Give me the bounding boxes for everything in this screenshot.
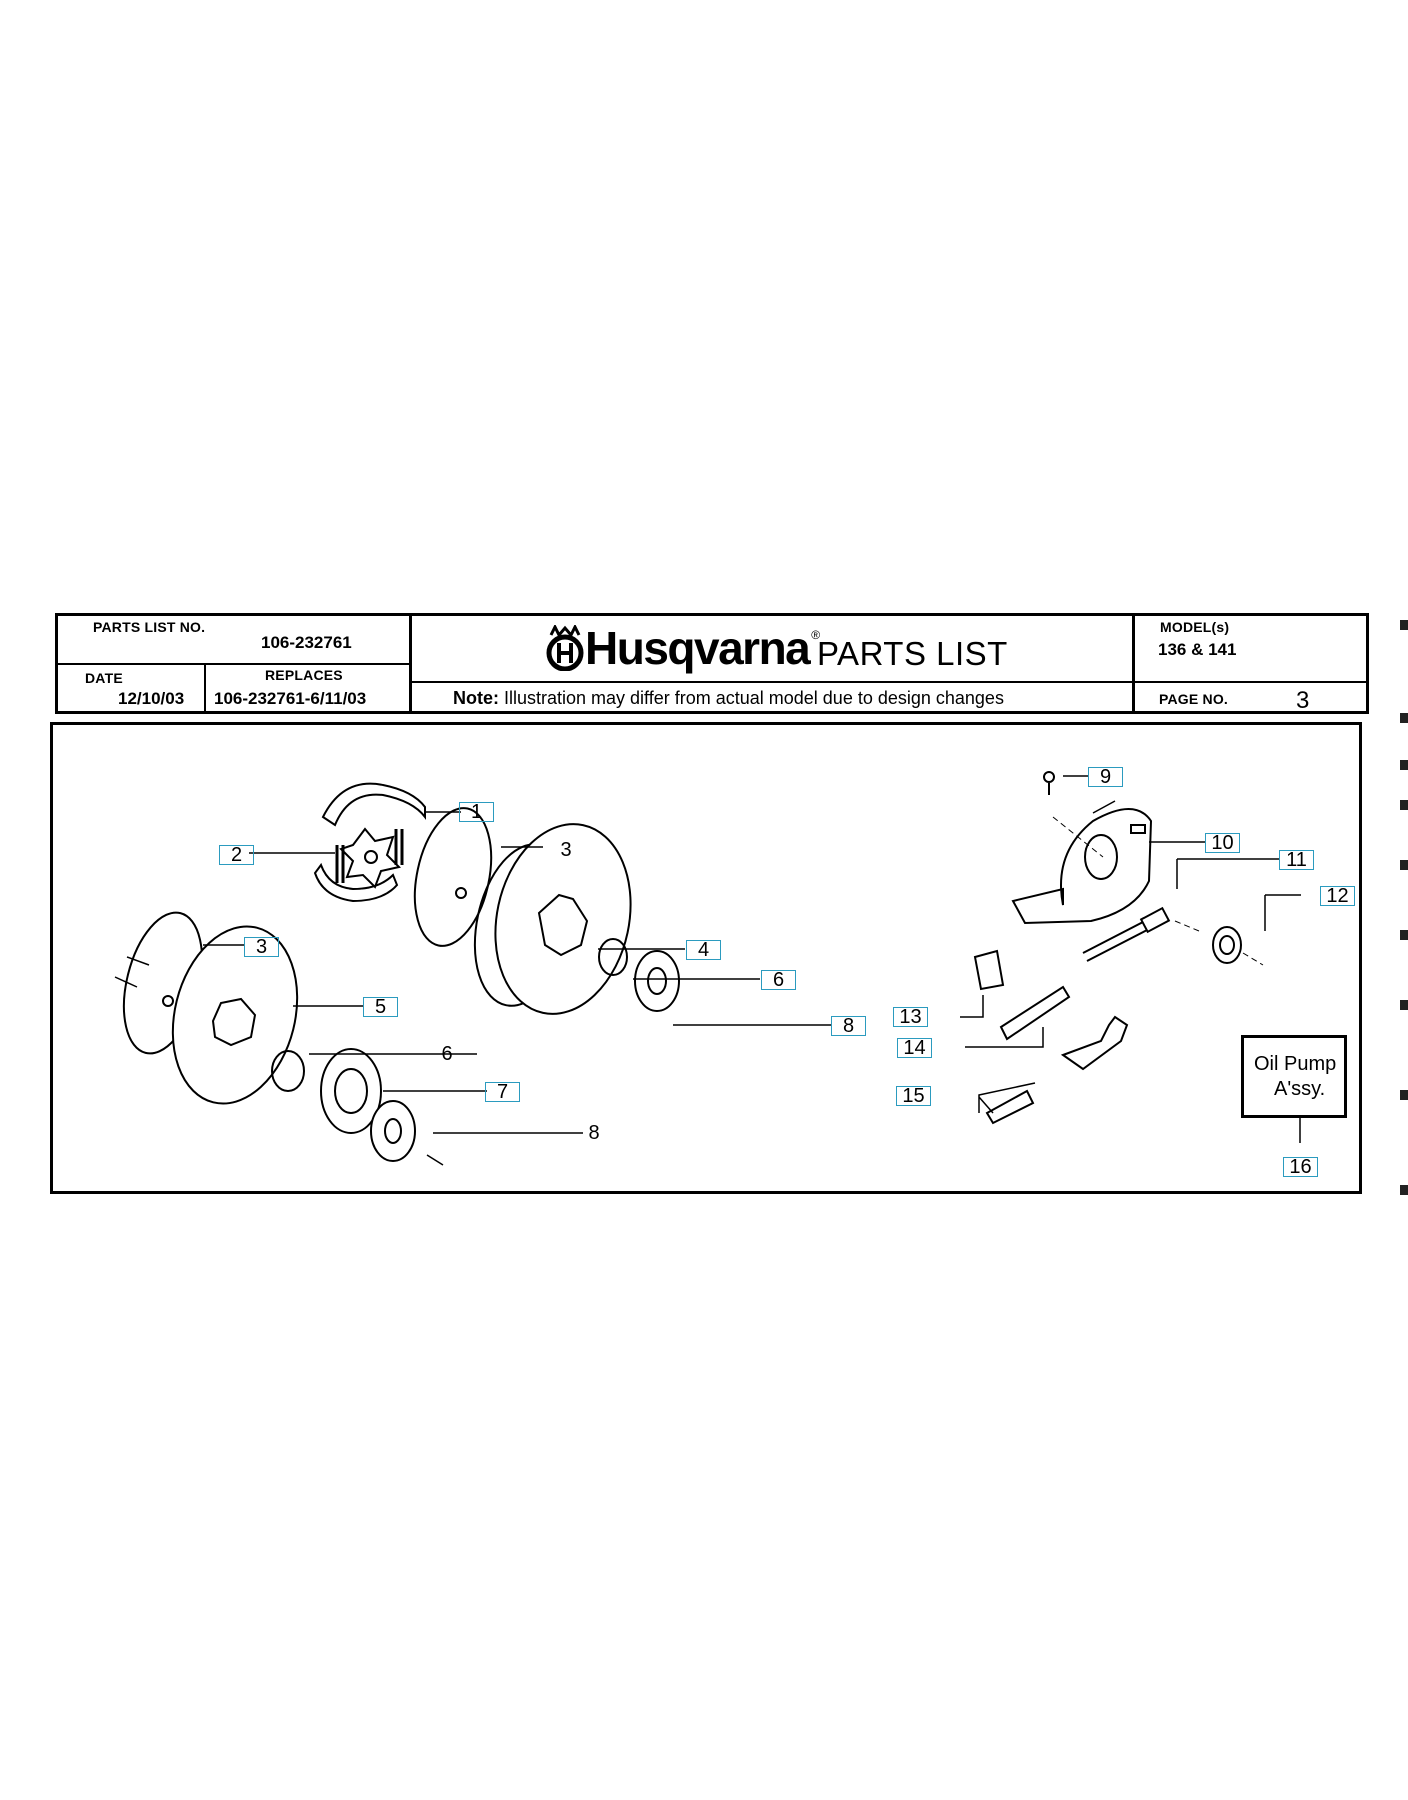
document-title: PARTS LIST	[817, 635, 1008, 672]
design-change-note: Note: Illustration may differ from actua…	[453, 688, 1004, 709]
callout-8-lower: 8	[588, 1122, 600, 1144]
date-label: DATE	[85, 670, 123, 686]
callout-3-upper: 3	[560, 839, 572, 861]
callout-4: 4	[686, 940, 721, 960]
callout-12: 12	[1320, 886, 1355, 906]
clutch-shoes-part	[313, 782, 426, 903]
callout-5: 5	[363, 997, 398, 1017]
callout-13: 13	[893, 1007, 928, 1027]
right-edge-fragment	[1400, 713, 1408, 723]
oil-pump-assembly-box: Oil Pump A'ssy.	[1241, 1035, 1347, 1118]
callout-1: 1	[459, 802, 494, 822]
page-no-label: PAGE NO.	[1159, 691, 1229, 707]
right-edge-fragment	[1400, 860, 1408, 870]
husqvarna-crown-icon	[546, 625, 584, 671]
husqvarna-logo: Husqvarna ®	[545, 622, 820, 674]
date-value: 12/10/03	[118, 689, 185, 708]
note-text: Illustration may differ from actual mode…	[499, 688, 1004, 708]
clutch-drum-rim-part	[473, 823, 680, 1015]
brand-name: Husqvarna	[585, 622, 811, 674]
right-edge-fragment	[1400, 620, 1408, 630]
callout-11: 11	[1279, 850, 1314, 870]
callout-15: 15	[896, 1086, 931, 1106]
registered-mark: ®	[811, 628, 821, 642]
callout-3-lower: 3	[244, 937, 279, 957]
pump-plunger-part	[1082, 906, 1264, 966]
callout-8-upper: 8	[831, 1016, 866, 1036]
callout-6-lower: 6	[441, 1043, 453, 1065]
callout-6-upper: 6	[761, 970, 796, 990]
parts-list-no-label: PARTS LIST NO.	[93, 619, 206, 635]
models-label: MODEL(s)	[1160, 619, 1230, 635]
oil-pump-label-line2: A'ssy.	[1274, 1078, 1326, 1100]
right-edge-fragment	[1400, 1000, 1408, 1010]
oil-pump-label-line1: Oil Pump	[1254, 1053, 1337, 1075]
callout-16: 16	[1283, 1157, 1318, 1177]
pump-small-parts	[973, 949, 1129, 1125]
oil-pump-housing-part	[1011, 771, 1153, 925]
right-edge-fragment	[1400, 800, 1408, 810]
callout-9: 9	[1088, 767, 1123, 787]
callout-2: 2	[219, 845, 254, 865]
parts-list-no: 106-232761	[261, 633, 352, 652]
cover-plate-part	[413, 807, 493, 947]
models-value: 136 & 141	[1158, 640, 1237, 659]
exploded-parts-diagram: 1 2 3 3 4 5 6 6 7 8 8 9 10 11 12 13 14 1…	[50, 722, 1362, 1194]
right-edge-fragment	[1400, 930, 1408, 940]
parts-list-header: PARTS LIST NO. 106-232761 DATE 12/10/03 …	[55, 613, 1369, 714]
page-number: 3	[1296, 687, 1310, 714]
right-edge-fragment	[1400, 1090, 1408, 1100]
diagram-drawing	[114, 771, 1301, 1166]
right-edge-fragment	[1400, 1185, 1408, 1195]
replaces-value: 106-232761-6/11/03	[214, 689, 367, 708]
right-edge-fragment	[1400, 760, 1408, 770]
callout-7: 7	[485, 1082, 520, 1102]
note-label: Note:	[453, 688, 499, 708]
replaces-label: REPLACES	[265, 667, 343, 683]
callout-14: 14	[897, 1038, 932, 1058]
callout-10: 10	[1205, 833, 1240, 853]
clutch-drum-spur-part	[122, 911, 416, 1162]
